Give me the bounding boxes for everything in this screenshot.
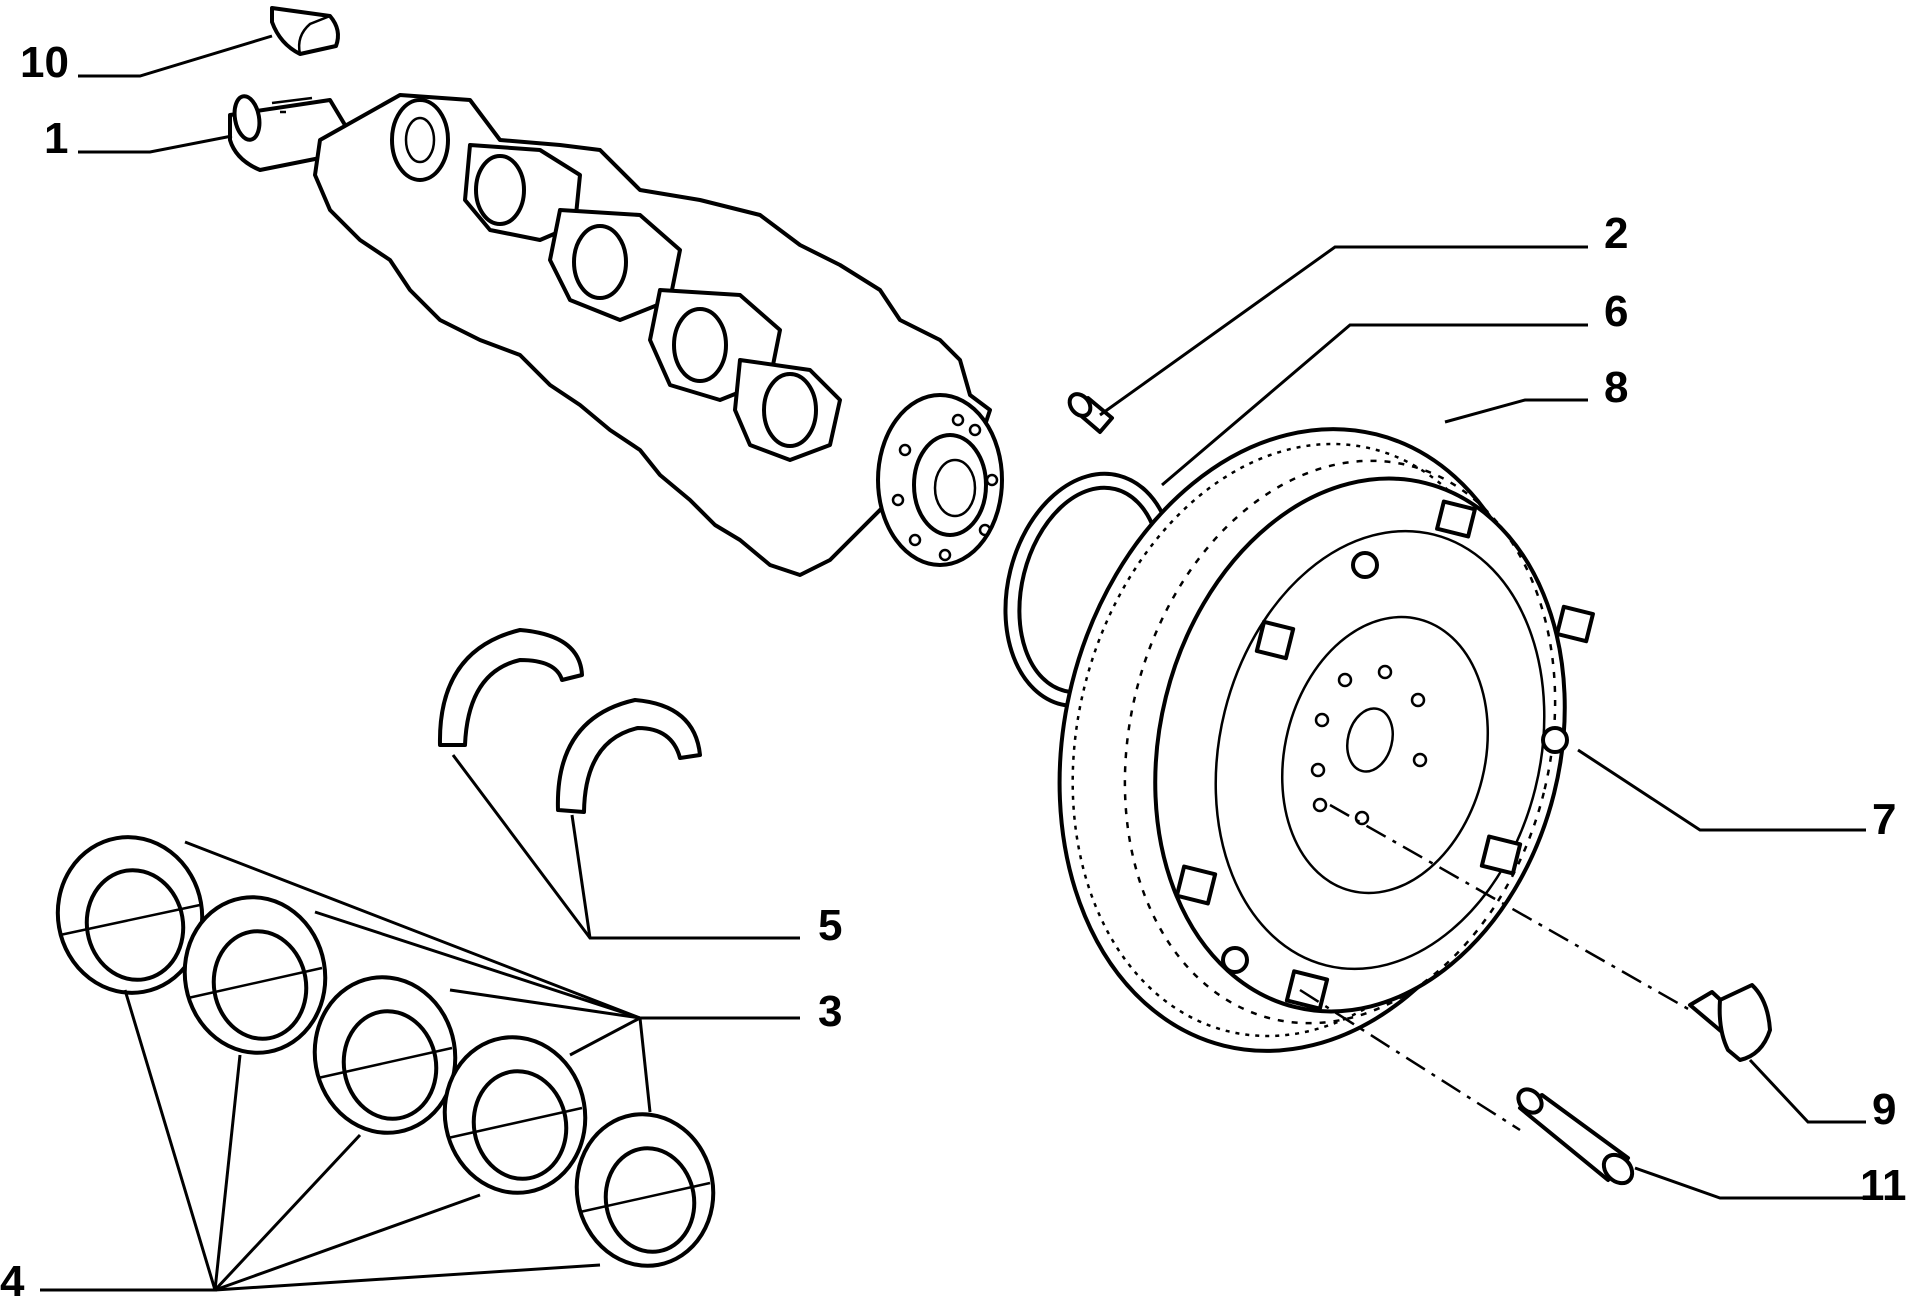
callout-7: 7	[1872, 795, 1896, 844]
callout-1: 1	[44, 114, 68, 163]
bearing-shell-pair-4	[442, 1035, 588, 1195]
bearing-shell-pair-3	[312, 975, 458, 1135]
callout-10: 10	[20, 38, 69, 87]
crankshaft	[228, 93, 1004, 577]
main-bearing-shells	[55, 835, 716, 1268]
callout-labels: 10 1 2 6 8 7 5 3 9 11 4	[0, 38, 1907, 1298]
callout-3: 3	[818, 987, 842, 1036]
flywheel	[1057, 427, 1595, 1053]
centre-lines	[1299, 803, 1691, 1132]
flywheel-bolt	[1688, 983, 1772, 1062]
bearing-shell-pair-2	[182, 895, 328, 1055]
pilot-sleeve	[1516, 1087, 1635, 1186]
callout-9: 9	[1872, 1085, 1896, 1134]
callout-11: 11	[1860, 1161, 1907, 1210]
leader-lines	[40, 34, 1866, 1292]
callout-8: 8	[1604, 363, 1628, 412]
callout-2: 2	[1604, 209, 1628, 258]
thrust-washers	[437, 628, 702, 814]
woodruff-key	[270, 6, 340, 56]
bearing-shell-pair-5	[574, 1112, 716, 1268]
callout-5: 5	[818, 901, 842, 950]
dowel-pin	[1067, 392, 1114, 434]
bearing-shell-pair-1	[55, 835, 205, 995]
callout-6: 6	[1604, 287, 1628, 336]
callout-4: 4	[0, 1257, 25, 1298]
